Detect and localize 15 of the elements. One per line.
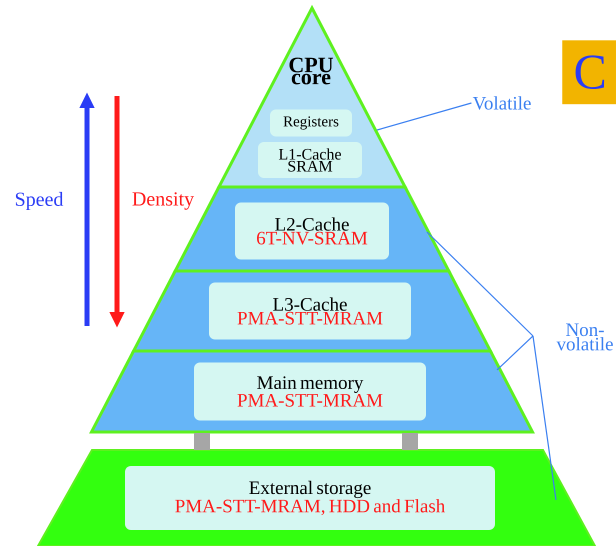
memory-box: L2-Cache 6T-NV-SRAM (235, 202, 389, 260)
leader-line (496, 336, 534, 370)
leader-line (426, 232, 534, 336)
memory-box: Main memory PMA-STT-MRAM (194, 362, 426, 420)
memory-box: External storage PMA-STT-MRAM, HDD and Flash (125, 466, 495, 530)
memory-box: L1-Cache SRAM (258, 142, 362, 178)
title-box: C (562, 40, 616, 104)
axis-label: Density (132, 192, 194, 210)
leader-line (532, 336, 557, 500)
category-label: Volatile (472, 96, 531, 110)
category-label: Non-volatile (556, 324, 613, 350)
memory-box: L3-Cache PMA-STT-MRAM (209, 282, 411, 340)
memory-box: Registers (270, 110, 352, 136)
leader-line (376, 102, 472, 131)
axis-label: Speed (16, 192, 64, 210)
